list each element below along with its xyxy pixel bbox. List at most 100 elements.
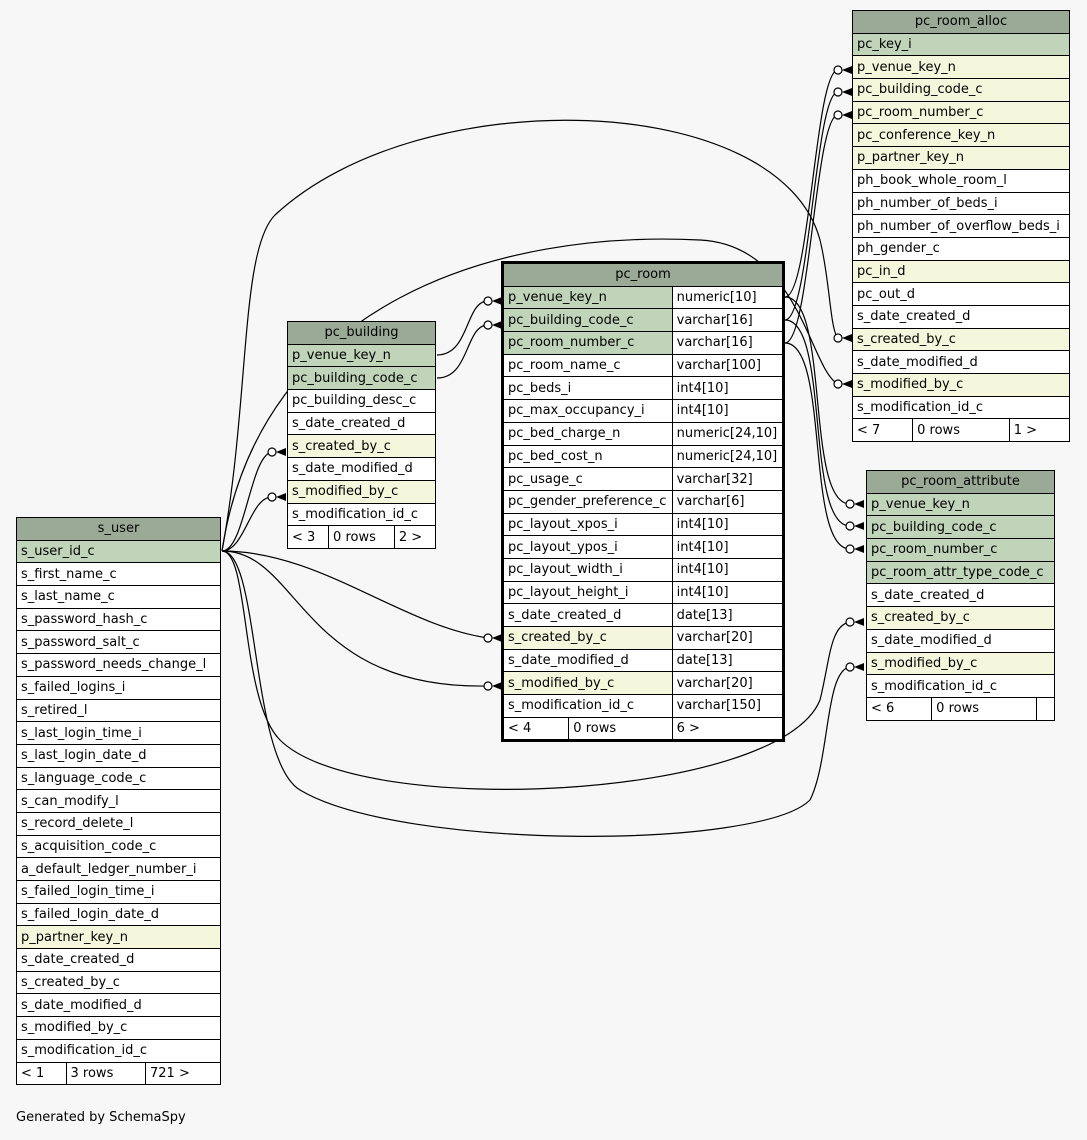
column-name[interactable]: ph_number_of_overflow_beds_i — [852, 214, 1070, 238]
column-name[interactable]: pc_in_d — [852, 259, 1070, 284]
column-row[interactable]: s_created_by_c — [852, 327, 1070, 352]
column-name[interactable]: s_language_code_c — [16, 766, 221, 791]
column-row[interactable]: p_venue_key_n — [866, 492, 1055, 517]
table-title[interactable]: pc_room — [502, 262, 784, 287]
column-row[interactable]: s_modified_by_c — [852, 373, 1070, 397]
column-row[interactable]: s_user_id_c — [16, 539, 221, 564]
column-name[interactable]: s_failed_login_date_d — [16, 902, 221, 927]
column-name[interactable]: s_date_modified_d — [287, 457, 436, 481]
column-name[interactable]: pc_usage_c — [502, 467, 673, 491]
column-row[interactable]: ph_number_of_beds_i — [852, 191, 1070, 216]
column-name[interactable]: ph_gender_c — [852, 236, 1070, 261]
column-name[interactable]: s_date_modified_d — [866, 628, 1055, 653]
column-name[interactable]: s_failed_logins_i — [16, 675, 221, 700]
column-name[interactable]: pc_gender_preference_c — [502, 489, 673, 514]
column-row[interactable]: s_date_created_d — [852, 304, 1070, 329]
column-name[interactable]: s_acquisition_code_c — [16, 834, 221, 859]
column-row[interactable]: s_date_created_d — [287, 411, 436, 436]
column-row[interactable]: s_acquisition_code_c — [16, 834, 221, 859]
column-row[interactable]: s_modified_by_c — [16, 1016, 221, 1040]
footer-children-link[interactable] — [1035, 696, 1056, 721]
footer-parents-link[interactable]: < 6 — [865, 696, 933, 721]
column-name[interactable]: s_created_by_c — [287, 434, 436, 459]
column-row[interactable]: s_failed_logins_i — [16, 675, 221, 700]
footer-parents-link[interactable]: < 4 — [501, 716, 570, 742]
column-row[interactable]: s_date_modified_d — [287, 457, 436, 481]
column-name[interactable]: s_modification_id_c — [852, 395, 1070, 420]
column-name[interactable]: pc_layout_ypos_i — [502, 535, 673, 559]
column-name[interactable]: s_modification_id_c — [866, 674, 1055, 698]
column-row[interactable]: pc_in_d — [852, 259, 1070, 284]
column-name[interactable]: pc_layout_height_i — [502, 580, 673, 605]
column-row[interactable]: s_password_salt_c — [16, 630, 221, 655]
column-name[interactable]: pc_room_attr_type_code_c — [866, 560, 1055, 585]
column-row[interactable]: s_language_code_c — [16, 766, 221, 791]
footer-children-link[interactable]: 1 > — [1008, 418, 1071, 443]
column-name[interactable]: pc_max_occupancy_i — [502, 399, 673, 423]
column-name[interactable]: s_date_created_d — [866, 583, 1055, 608]
column-name[interactable]: s_modification_id_c — [502, 694, 673, 718]
column-row[interactable]: s_modification_id_c — [866, 674, 1055, 698]
column-row[interactable]: pc_building_code_c — [866, 515, 1055, 540]
column-name[interactable]: pc_layout_xpos_i — [502, 512, 673, 537]
column-name[interactable]: pc_building_code_c — [287, 366, 436, 391]
column-row[interactable]: s_record_delete_l — [16, 811, 221, 836]
column-name[interactable]: s_date_modified_d — [16, 993, 221, 1018]
column-row[interactable]: pc_out_d — [852, 282, 1070, 306]
column-name[interactable]: s_modified_by_c — [502, 671, 673, 696]
column-name[interactable]: s_user_id_c — [16, 539, 221, 564]
column-row[interactable]: s_modification_id_c — [287, 502, 436, 527]
column-name[interactable]: pc_building_code_c — [866, 515, 1055, 540]
column-row[interactable]: s_failed_login_date_d — [16, 902, 221, 927]
table-title[interactable]: pc_room_attribute — [866, 470, 1055, 494]
column-row[interactable]: s_last_login_date_d — [16, 743, 221, 768]
column-name[interactable]: s_date_created_d — [852, 304, 1070, 329]
column-name[interactable]: p_venue_key_n — [287, 343, 436, 368]
column-name[interactable]: s_date_modified_d — [502, 648, 673, 673]
column-name[interactable]: pc_building_code_c — [502, 308, 673, 333]
column-row[interactable]: p_venue_key_n — [852, 55, 1070, 80]
column-row[interactable]: ph_number_of_overflow_beds_i — [852, 214, 1070, 238]
column-name[interactable]: s_date_created_d — [287, 411, 436, 436]
column-row[interactable]: s_failed_login_time_i — [16, 880, 221, 904]
column-row[interactable]: s_created_by_c — [866, 606, 1055, 630]
column-name[interactable]: pc_bed_charge_n — [502, 421, 673, 446]
column-row[interactable]: a_default_ledger_number_i — [16, 857, 221, 881]
column-row[interactable]: p_venue_key_n — [287, 343, 436, 368]
column-row[interactable]: pc_building_desc_c — [287, 389, 436, 413]
column-row[interactable]: s_date_modified_d — [866, 628, 1055, 653]
column-name[interactable]: p_partner_key_n — [852, 146, 1070, 170]
column-name[interactable]: s_date_modified_d — [852, 350, 1070, 374]
column-row[interactable]: s_retired_l — [16, 698, 221, 723]
column-name[interactable]: ph_book_whole_room_l — [852, 168, 1070, 193]
column-name[interactable]: pc_beds_i — [502, 376, 673, 401]
column-name[interactable]: s_modified_by_c — [287, 479, 436, 504]
column-row[interactable]: pc_key_i — [852, 32, 1070, 57]
column-name[interactable]: pc_room_name_c — [502, 353, 673, 378]
column-name[interactable]: s_can_modify_l — [16, 789, 221, 813]
column-name[interactable]: s_created_by_c — [502, 626, 673, 650]
column-row[interactable]: s_password_needs_change_l — [16, 653, 221, 677]
column-name[interactable]: pc_building_code_c — [852, 78, 1070, 102]
column-row[interactable]: s_last_name_c — [16, 585, 221, 609]
footer-parents-link[interactable]: < 3 — [286, 525, 330, 549]
column-name[interactable]: pc_layout_width_i — [502, 557, 673, 582]
column-row[interactable]: s_created_by_c — [287, 434, 436, 459]
column-name[interactable]: s_last_name_c — [16, 585, 221, 609]
column-name[interactable]: s_modification_id_c — [287, 502, 436, 527]
